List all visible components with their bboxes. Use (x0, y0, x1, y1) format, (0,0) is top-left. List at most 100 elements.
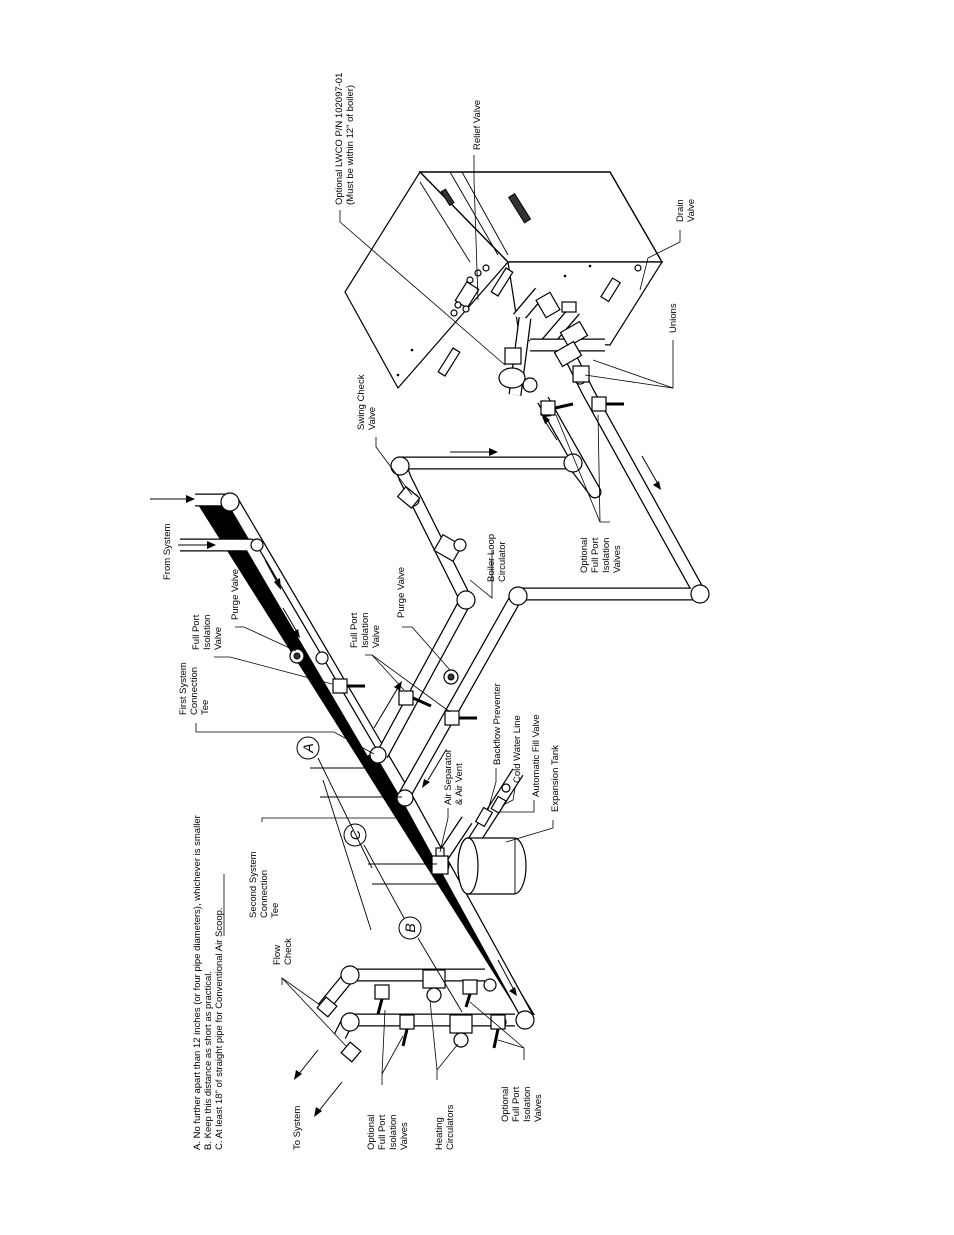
svg-text:C: C (347, 829, 363, 840)
isolation-valve (462, 979, 478, 1008)
label-purge-valve-mid: Purge Valve (396, 567, 407, 618)
svg-text:& Air Vent: & Air Vent (454, 763, 465, 805)
label-optional-isolation-valves-right: Optional Full Port Isolation Valves (579, 537, 623, 573)
fill-assembly (474, 783, 511, 828)
label-relief-valve: Relief Valve (472, 100, 483, 150)
isolation-valve (374, 984, 390, 1015)
svg-text:Full Port: Full Port (590, 537, 601, 573)
labels: From System First System Connection Tee … (162, 73, 697, 1150)
svg-text:Circulators: Circulators (445, 1104, 456, 1150)
label-air-separator: Air Separator & Air Vent (443, 749, 465, 805)
svg-text:Relief Valve: Relief Valve (472, 100, 483, 150)
svg-text:Optional: Optional (366, 1115, 377, 1150)
svg-text:Full Port: Full Port (191, 614, 202, 650)
isolation-valve (332, 678, 365, 694)
svg-text:Optional: Optional (579, 538, 590, 573)
boiler (344, 171, 664, 390)
note-c: C. At least 18" of straight pipe for Con… (214, 907, 225, 1150)
svg-text:First System: First System (178, 662, 189, 715)
flow-check (316, 996, 338, 1018)
svg-text:Unions: Unions (668, 303, 679, 333)
svg-text:Valve: Valve (686, 199, 697, 222)
svg-text:Valves: Valves (533, 1094, 544, 1122)
expansion-tank (457, 837, 527, 895)
isolation-valve (398, 690, 432, 708)
svg-text:Connection: Connection (189, 667, 200, 715)
svg-text:Valves: Valves (399, 1122, 410, 1150)
heating-circulator (422, 969, 446, 1003)
svg-text:Air Separator: Air Separator (443, 749, 454, 805)
svg-text:Isolation: Isolation (202, 615, 213, 650)
label-second-system-connection-tee: Second System Connection Tee (248, 851, 281, 918)
label-full-port-isolation-valve-top: Full Port Isolation Valve (191, 614, 224, 650)
label-automatic-fill-valve: Automatic Fill Valve (531, 714, 542, 797)
svg-text:Valve: Valve (367, 407, 378, 430)
svg-text:Full Port: Full Port (511, 1086, 522, 1122)
svg-text:Valve: Valve (213, 627, 224, 650)
svg-text:Tee: Tee (200, 700, 211, 715)
svg-text:Optional: Optional (500, 1087, 511, 1122)
svg-text:Tee: Tee (270, 903, 281, 918)
svg-text:Connection: Connection (259, 870, 270, 918)
dimension-markers: A C B (296, 736, 463, 1013)
label-drain-valve: Drain Valve (675, 199, 697, 222)
svg-text:Automatic Fill Valve: Automatic Fill Valve (531, 714, 542, 797)
svg-text:Full Port: Full Port (377, 1114, 388, 1150)
svg-text:Purge Valve: Purge Valve (230, 569, 241, 620)
flow-check (340, 1041, 362, 1063)
label-flow-check: Flow Check (272, 938, 294, 965)
valves (289, 291, 624, 1063)
svg-text:Boiler Loop: Boiler Loop (486, 534, 497, 582)
svg-text:Isolation: Isolation (601, 538, 612, 573)
marker-a: A (296, 736, 320, 760)
isolation-valve (444, 710, 477, 726)
label-optional-isolation-valves-left: Optional Full Port Isolation Valves (366, 1114, 410, 1150)
heating-circulator (449, 1014, 473, 1048)
label-optional-isolation-valves-bottom: Optional Full Port Isolation Valves (500, 1086, 544, 1122)
svg-text:Full Port: Full Port (349, 612, 360, 648)
note-a: A. No further apart than 12 inches (or f… (192, 815, 203, 1150)
isolation-valve (490, 1014, 506, 1049)
label-swing-check-valve: Swing Check Valve (356, 374, 378, 430)
label-optional-lwco: Optional LWCO P/N 102097-01 (Must be wit… (334, 73, 356, 205)
label-unions: Unions (668, 303, 679, 333)
notes: A. No further apart than 12 inches (or f… (192, 815, 225, 1150)
purge-valve (289, 648, 305, 664)
svg-text:Second System: Second System (248, 851, 259, 918)
svg-text:Flow: Flow (272, 945, 283, 965)
svg-text:Isolation: Isolation (388, 1115, 399, 1150)
label-cold-water-line: Cold Water Line (512, 715, 523, 783)
label-expansion-tank: Expansion Tank (550, 745, 561, 812)
note-b: B. Keep this distance as short as practi… (203, 971, 214, 1150)
swing-check-valve (396, 485, 421, 509)
svg-text:Drain: Drain (675, 199, 686, 222)
svg-text:Valve: Valve (371, 625, 382, 648)
marker-b: B (398, 916, 422, 940)
label-purge-valve-top: Purge Valve (230, 569, 241, 620)
svg-text:Isolation: Isolation (360, 613, 371, 648)
svg-text:Swing Check: Swing Check (356, 374, 367, 430)
lwco-fitting (498, 347, 538, 393)
svg-text:Valves: Valves (612, 545, 623, 573)
label-boiler-loop-circulator: Boiler Loop Circulator (486, 534, 508, 582)
svg-text:Circulator: Circulator (497, 541, 508, 582)
svg-text:Cold Water Line: Cold Water Line (512, 715, 523, 783)
svg-text:Purge Valve: Purge Valve (396, 567, 407, 618)
svg-text:Heating: Heating (434, 1117, 445, 1150)
svg-text:(Must be within 12" of boiler): (Must be within 12" of boiler) (345, 85, 356, 205)
isolation-valve (591, 396, 624, 412)
flow-arrows (150, 413, 661, 1117)
isolation-valve (540, 400, 574, 416)
label-heating-circulators: Heating Circulators (434, 1104, 456, 1150)
svg-text:Isolation: Isolation (522, 1087, 533, 1122)
svg-text:Optional LWCO P/N 102097-01: Optional LWCO P/N 102097-01 (334, 73, 345, 205)
leader-lines (195, 155, 681, 1085)
label-full-port-isolation-valve-mid: Full Port Isolation Valve (349, 612, 382, 648)
union-fittings (553, 320, 590, 383)
label-backflow-preventer: Backflow Preventer (492, 683, 503, 765)
purge-valve (443, 669, 459, 685)
svg-text:Backflow Preventer: Backflow Preventer (492, 683, 503, 765)
boiler-loop-circulator (433, 533, 467, 563)
isolation-valve (399, 1014, 415, 1047)
